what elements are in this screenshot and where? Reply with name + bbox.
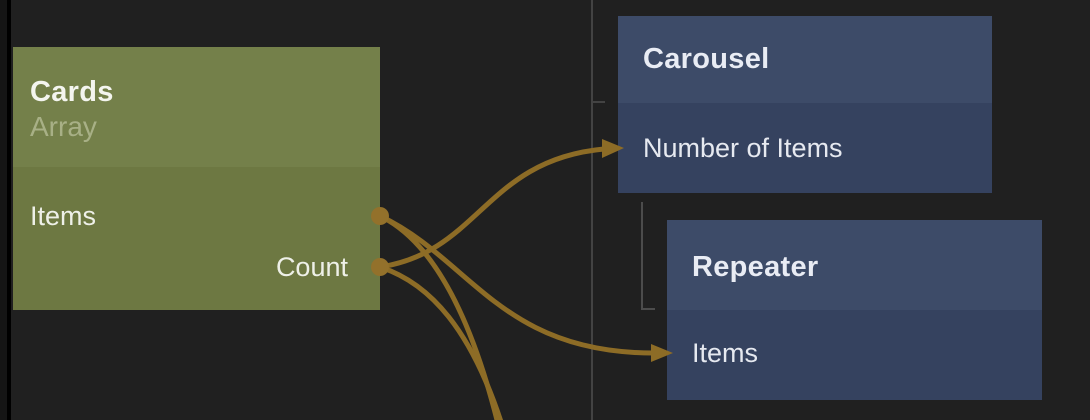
wire-items-to-repeater[interactable]: [378, 213, 654, 356]
wire-arrowhead-repeater-icon: [651, 344, 673, 362]
canvas-grid-tick: [591, 101, 605, 103]
port-dot-items[interactable]: [371, 207, 389, 225]
canvas-grid-line: [591, 0, 593, 420]
output-label-items: Items: [30, 201, 97, 231]
left-panel-edge: [0, 0, 7, 420]
node-title: Carousel: [643, 43, 770, 75]
node-cards-body[interactable]: [13, 167, 380, 310]
hierarchy-connector-vertical: [641, 202, 643, 310]
node-carousel-body[interactable]: [618, 103, 992, 193]
node-cards-header[interactable]: [13, 47, 380, 167]
wire-arrowhead-carousel-icon: [602, 139, 624, 158]
wire-count-to-carousel[interactable]: [379, 146, 605, 270]
left-panel-divider: [7, 0, 11, 420]
node-repeater-header[interactable]: [667, 220, 1042, 310]
input-label-number-of-items: Number of Items: [643, 133, 843, 163]
node-repeater-body[interactable]: [667, 310, 1042, 400]
node-repeater[interactable]: Repeater Items: [667, 220, 1042, 400]
node-carousel[interactable]: Carousel Number of Items: [618, 16, 992, 193]
wire-count-to-offscreen[interactable]: [379, 264, 503, 420]
node-cards-array[interactable]: Cards Array Items Count: [13, 47, 380, 310]
input-label-items: Items: [692, 338, 759, 368]
node-carousel-header[interactable]: [618, 16, 992, 103]
node-subtitle: Array: [30, 111, 97, 142]
node-title: Repeater: [692, 251, 819, 283]
output-label-count: Count: [275, 252, 348, 282]
hierarchy-connector-horizontal: [641, 308, 655, 310]
port-dot-count[interactable]: [371, 258, 389, 276]
node-title: Cards: [30, 76, 114, 108]
